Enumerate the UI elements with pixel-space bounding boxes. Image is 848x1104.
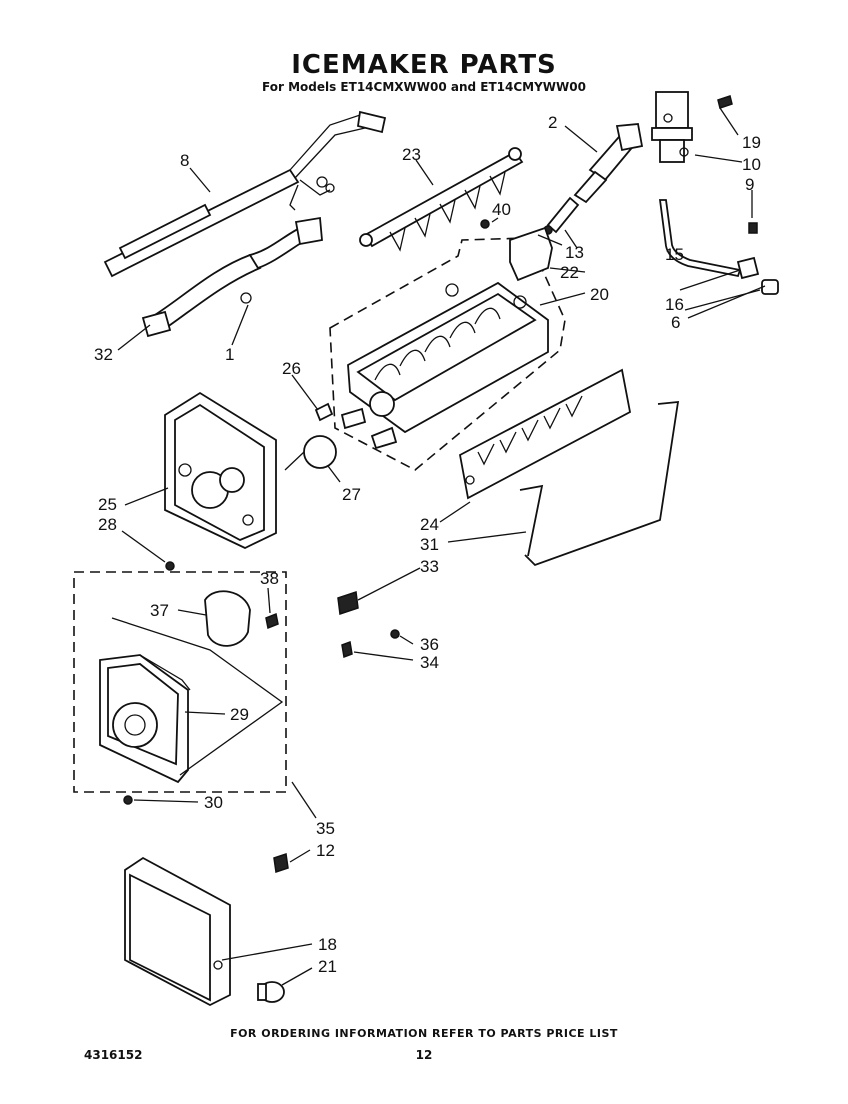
callout-21: 21 [318, 957, 337, 976]
front-cover-part [124, 856, 231, 1007]
page-title: ICEMAKER PARTS [291, 50, 557, 80]
inlet-tube-part [658, 199, 779, 295]
callout-16: 16 [665, 295, 684, 314]
callout-36: 36 [420, 635, 439, 654]
callout-12: 12 [316, 841, 335, 860]
callout-29: 29 [230, 705, 249, 724]
callout-1: 1 [225, 345, 234, 364]
page-number: 12 [415, 1048, 433, 1062]
callout-labels: 8 32 1 2 23 40 13 22 20 19 10 9 15 16 6 … [94, 113, 761, 976]
model-subtitle: For Models ET14CMXWW00 and ET14CMYWW00 [262, 80, 586, 94]
callout-22: 22 [560, 263, 579, 282]
module-guide-lines [111, 617, 284, 776]
motor-housing-part [164, 391, 277, 571]
callout-24: 24 [420, 515, 439, 534]
ice-mold-part [340, 281, 549, 450]
bracket-hardware-part [337, 590, 400, 659]
callout-30: 30 [204, 793, 223, 812]
callout-9: 9 [745, 175, 754, 194]
wire-harness-lower-part [141, 216, 323, 338]
callout-34: 34 [420, 653, 439, 672]
callout-28: 28 [98, 515, 117, 534]
ejector-blade-part [359, 147, 524, 252]
leader-lines [117, 107, 766, 986]
document-number: 4316152 [84, 1048, 143, 1062]
ordering-note: FOR ORDERING INFORMATION REFER TO PARTS … [230, 1027, 618, 1040]
callout-27: 27 [342, 485, 361, 504]
wiring-harness-part [103, 110, 387, 278]
mounting-plate-part [99, 654, 191, 805]
callout-26: 26 [282, 359, 301, 378]
stripper-part [458, 368, 632, 500]
callout-15: 15 [665, 245, 684, 264]
fill-cup-part [543, 123, 644, 235]
motor-part [204, 590, 279, 647]
callout-13: 13 [565, 243, 584, 262]
callout-31: 31 [420, 535, 439, 554]
callout-18: 18 [318, 935, 337, 954]
mold-assembly-outline [329, 237, 566, 471]
callout-38: 38 [260, 569, 279, 588]
callout-6: 6 [671, 313, 680, 332]
mold-bracket-part [480, 219, 553, 282]
wire-nut-part [273, 853, 289, 873]
callout-20: 20 [590, 285, 609, 304]
shutoff-arm-part [519, 400, 680, 567]
callout-10: 10 [742, 155, 761, 174]
callout-32: 32 [94, 345, 113, 364]
callout-25: 25 [98, 495, 117, 514]
water-valve-part [651, 91, 733, 163]
callout-35: 35 [316, 819, 335, 838]
motor-module-outline [73, 571, 287, 793]
callout-33: 33 [420, 557, 439, 576]
callout-2: 2 [548, 113, 557, 132]
callout-37: 37 [150, 601, 169, 620]
knob-part [257, 981, 285, 1003]
callout-23: 23 [402, 145, 421, 164]
callout-19: 19 [742, 133, 761, 152]
callout-8: 8 [180, 151, 189, 170]
thermostat-part [284, 402, 337, 471]
callout-40: 40 [492, 200, 511, 219]
